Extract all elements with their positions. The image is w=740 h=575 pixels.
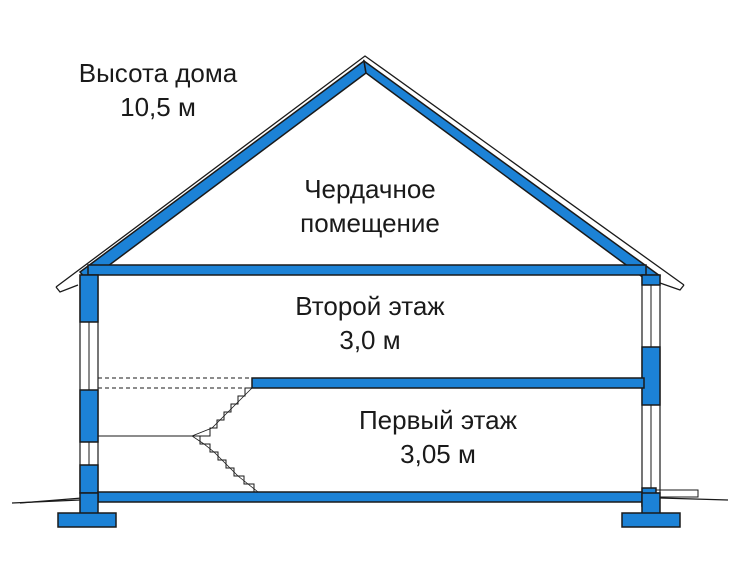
right-foundation-footing: [621, 512, 681, 528]
right-wall-block: [641, 274, 661, 286]
attic-floor-beam: [87, 264, 647, 276]
second-floor-label: Второй этаж 3,0 м: [250, 289, 490, 357]
stairwell-opening: [98, 377, 252, 389]
house-height-title: Высота дома: [78, 58, 238, 88]
house-height-value: 10,5 м: [120, 92, 196, 122]
first-floor-height: 3,05 м: [400, 439, 476, 469]
ground-line: [11, 497, 729, 504]
interfloor-slab: [251, 377, 645, 389]
foundations: [57, 492, 681, 528]
left-wall-block: [79, 274, 99, 323]
left-wall-block: [79, 464, 99, 494]
right-foundation-pier: [641, 492, 661, 516]
left-foundation-pier: [79, 492, 99, 516]
first-floor-name: Первый этаж: [358, 405, 518, 435]
second-floor-name: Второй этаж: [295, 291, 445, 321]
first-floor-label: Первый этаж 3,05 м: [318, 403, 558, 471]
staircase: [98, 387, 262, 493]
right-wall: [641, 274, 661, 507]
second-floor-height: 3,0 м: [339, 325, 401, 355]
left-foundation-footing: [57, 512, 117, 528]
left-wall: [79, 274, 99, 494]
right-wall-block: [641, 346, 661, 406]
attic-label-line1: Чердачное: [304, 174, 436, 204]
attic-label: Чердачное помещение: [250, 172, 490, 240]
house-height-label: Высота дома 10,5 м: [38, 56, 278, 124]
porch-step: [655, 489, 699, 498]
attic-label-line2: помещение: [300, 208, 440, 238]
ground-floor-slab: [97, 491, 643, 503]
roof-outline: [55, 55, 685, 293]
left-wall-block: [79, 389, 99, 443]
